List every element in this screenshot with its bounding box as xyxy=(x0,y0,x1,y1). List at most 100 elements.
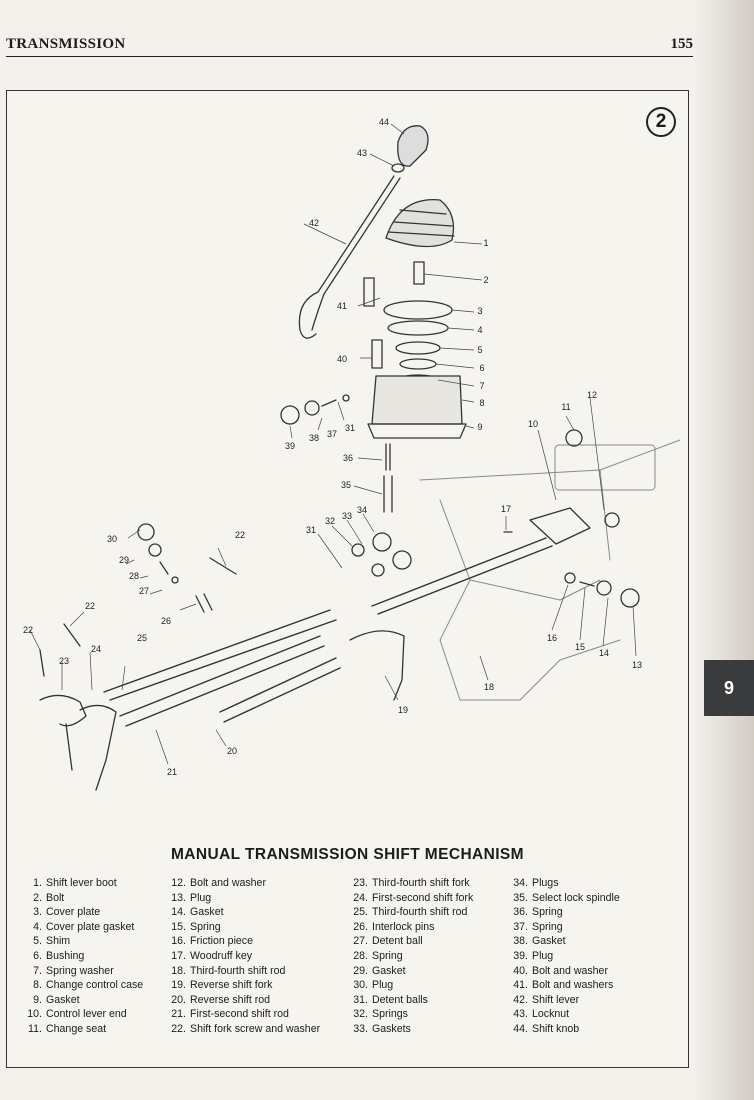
legend-item-label: Spring washer xyxy=(46,964,114,977)
legend-item-label: Woodruff key xyxy=(190,949,253,962)
legend-item: 24.First-second shift fork xyxy=(346,891,473,906)
legend-item-label: Plug xyxy=(372,979,394,992)
legend-item-number: 27. xyxy=(353,935,368,948)
legend-item-number: 36. xyxy=(513,906,528,919)
legend-item-label: Shift knob xyxy=(532,1022,580,1035)
detent-ball-31 xyxy=(342,394,350,402)
legend-item: 36.Spring xyxy=(506,905,620,920)
callout-24: 24 xyxy=(91,644,101,654)
third-fourth-shift-rod-18 xyxy=(371,537,553,615)
legend-item-label: Cover plate xyxy=(46,906,101,919)
chapter-tab: 9 xyxy=(704,660,754,716)
legend-item-label: Bolt xyxy=(46,891,65,904)
legend-item-label: Change control case xyxy=(46,979,144,992)
legend-item: 17. Woodruff key xyxy=(164,949,320,964)
legend-item-number: 35. xyxy=(513,891,528,904)
legend-item: 23.Third-fourth shift fork xyxy=(346,876,473,891)
legend-item: 4.Cover plate gasket xyxy=(20,920,143,935)
legend-item-number: 28. xyxy=(353,949,368,962)
cover-plate-gasket xyxy=(387,320,449,336)
legend-item-number: 42. xyxy=(513,993,528,1006)
gasket-33 xyxy=(351,543,365,557)
legend-item-label: Plugs xyxy=(532,877,559,889)
shift-fork-screw-22a xyxy=(209,557,237,575)
callout-12: 12 xyxy=(587,390,597,400)
shift-knob xyxy=(397,125,429,167)
callout-2: 2 xyxy=(483,275,488,285)
legend-item: 32.Springs xyxy=(346,1007,473,1022)
callout-16: 16 xyxy=(547,633,557,643)
legend-item-number: 14. xyxy=(171,906,186,919)
legend-item-label: Cover plate gasket xyxy=(46,920,135,933)
bolt-41 xyxy=(363,277,375,307)
legend-item: 21.First-second shift rod xyxy=(164,1007,320,1022)
legend-item-label: Plug xyxy=(532,949,554,962)
shift-lever-boot xyxy=(385,199,455,248)
bushing xyxy=(399,358,437,370)
cover-plate xyxy=(383,300,453,320)
plug-39 xyxy=(280,405,300,425)
shift-fork-screw-22b xyxy=(63,623,81,647)
legend-item: 30.Plug xyxy=(346,978,473,993)
legend-item-label: Control lever end xyxy=(46,1008,127,1021)
legend-item: 27.Detent ball xyxy=(346,934,473,949)
callout-22c: 22 xyxy=(23,625,33,635)
plug-13 xyxy=(620,588,640,608)
running-head: TRANSMISSION 155 xyxy=(6,32,693,57)
legend-item-number: 6. xyxy=(33,949,42,962)
boot-ribs xyxy=(387,209,455,237)
gasket-14 xyxy=(596,580,612,596)
legend-item: 12.Bolt and washer xyxy=(164,876,320,891)
legend-item-number: 38. xyxy=(513,935,528,948)
legend-item-number: 3. xyxy=(33,906,42,919)
callout-43: 43 xyxy=(357,148,367,158)
legend-item-number: 15. xyxy=(171,920,186,933)
callout-37: 37 xyxy=(327,429,337,439)
legend-item-label: Spring xyxy=(190,920,221,933)
legend-item: 1. Shift lever boot xyxy=(20,876,143,891)
callout-5: 5 xyxy=(477,345,482,355)
legend-item: 28. Spring xyxy=(346,949,473,964)
first-second-shift-rod xyxy=(119,635,325,727)
legend-item-label: Shim xyxy=(46,935,71,948)
legend-item-label: Shift lever xyxy=(532,993,580,1006)
spring-15 xyxy=(579,581,595,587)
callout-6: 6 xyxy=(479,363,484,373)
reverse-shift-rod xyxy=(219,657,341,723)
legend-item: 16.Friction piece xyxy=(164,934,320,949)
spring-28 xyxy=(159,561,169,575)
legend-item-number: 17. xyxy=(171,949,186,962)
legend-item: 6.Bushing xyxy=(20,949,143,964)
legend-item: 14.Gasket xyxy=(164,905,320,920)
legend-item: 39. Plug xyxy=(506,949,620,964)
legend-item: 11.Change seat xyxy=(20,1022,143,1037)
callout-40: 40 xyxy=(337,354,347,364)
legend-item-label: Springs xyxy=(372,1008,408,1021)
legend-item-number: 20. xyxy=(171,993,186,1006)
callout-27: 27 xyxy=(139,586,149,596)
bolt-and-washer-12 xyxy=(604,512,620,528)
legend-item-label: Shift lever boot xyxy=(46,877,117,889)
legend-item-number: 39. xyxy=(513,949,528,962)
legend-item-number: 9. xyxy=(33,993,42,1006)
legend-item-label: Third-fourth shift rod xyxy=(372,906,468,919)
callout-32: 32 xyxy=(325,516,335,526)
third-fourth-shift-rod-25 xyxy=(103,609,337,701)
legend-item-number: 40. xyxy=(513,964,528,977)
legend-item-label: Change seat xyxy=(46,1022,107,1035)
legend-item-label: Bolt and washer xyxy=(532,964,608,977)
legend-item-number: 2. xyxy=(33,891,42,904)
legend-item-label: Spring xyxy=(372,949,403,962)
callout-7: 7 xyxy=(479,381,484,391)
callout-20: 20 xyxy=(227,746,237,756)
callout-38: 38 xyxy=(309,433,319,443)
callout-8: 8 xyxy=(479,398,484,408)
legend-item-label: Bolt and washers xyxy=(532,979,614,992)
legend-item-number: 41. xyxy=(513,979,528,992)
figure-caption: MANUAL TRANSMISSION SHIFT MECHANISM xyxy=(171,846,524,863)
select-lock-spindle xyxy=(383,475,393,513)
bolt-2 xyxy=(413,261,425,285)
legend-item-number: 1. xyxy=(33,877,42,889)
